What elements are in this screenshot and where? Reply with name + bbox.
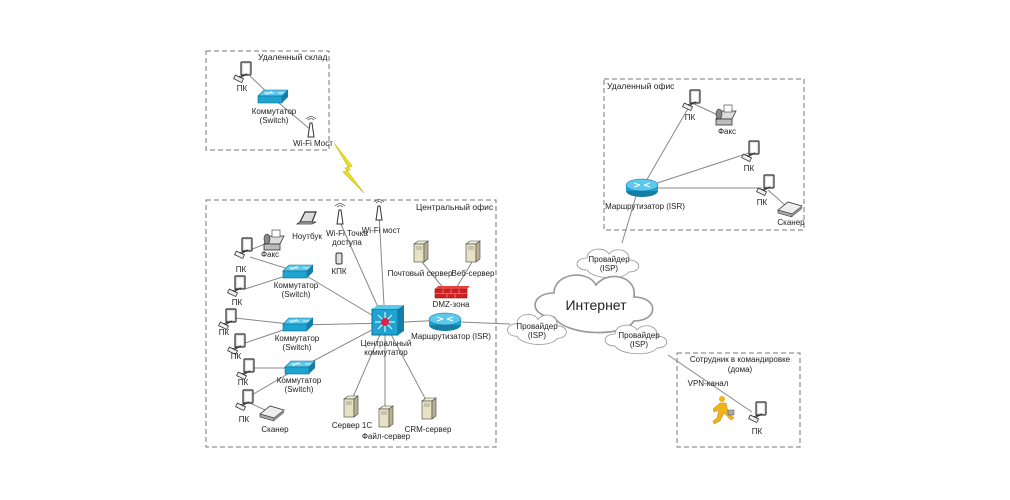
vpn-channel-label: VPN-канал (688, 379, 729, 388)
isp-label: (ISP) (600, 264, 619, 273)
switch-icon[interactable] (282, 317, 314, 332)
wireless-link-lightning-icon (333, 142, 365, 194)
laptop-label: Ноутбук (292, 232, 322, 241)
wifi-bridge-label: Wi-Fi мост (362, 226, 401, 235)
pc-label: ПК (236, 265, 247, 274)
links (234, 75, 786, 413)
isp-label: (ISP) (528, 331, 547, 340)
pc-icon[interactable] (227, 275, 246, 298)
scanner-label: Сканер (777, 218, 805, 227)
firewall-icon[interactable] (434, 286, 470, 299)
pc-label: ПК (219, 328, 230, 337)
mail-server-icon[interactable] (413, 240, 429, 263)
pc-icon[interactable] (748, 401, 767, 424)
isp-label: Провайдер (618, 331, 660, 340)
pc-label: ПК (237, 84, 248, 93)
switch-label: Коммутатор (275, 334, 320, 343)
fax-icon[interactable] (263, 229, 285, 251)
crm-server-label: CRM-сервер (405, 425, 452, 434)
wifi-access-point-icon[interactable] (334, 203, 346, 225)
pc-label: ПК (239, 415, 250, 424)
pc-icon[interactable] (741, 140, 760, 163)
isp-label: Провайдер (588, 255, 630, 264)
warehouse-title: Удаленный склад (258, 52, 327, 62)
pda-label: КПК (331, 267, 346, 276)
router-icon[interactable] (428, 312, 462, 332)
wifi-bridge-label: Wi-Fi Мост (293, 139, 333, 148)
remote-office-zone (603, 78, 805, 231)
scanner-label: Сканер (261, 425, 289, 434)
pda-icon[interactable] (335, 252, 343, 265)
switch-label: Коммутатор (277, 376, 322, 385)
fax-label: Факс (261, 250, 279, 259)
mail-server-label: Почтовый сервер (388, 269, 453, 278)
wifi-access-point-label: доступа (332, 238, 362, 247)
core-switch-icon[interactable] (371, 305, 404, 336)
switch-label: (Switch) (283, 343, 312, 352)
switch-icon[interactable] (282, 264, 314, 279)
crm-server-icon[interactable] (421, 397, 437, 420)
pc-label: ПК (232, 298, 243, 307)
pc-label: ПК (757, 198, 768, 207)
wifi-access-point-label: Wi-Fi Точка (326, 229, 368, 238)
isp-label: Провайдер (516, 322, 558, 331)
web-server-icon[interactable] (465, 240, 481, 263)
pc-icon[interactable] (682, 89, 701, 112)
core-switch-label: Центральный (361, 339, 412, 348)
pc-icon[interactable] (234, 237, 253, 260)
laptop-icon[interactable] (295, 211, 317, 225)
traveling-employee-icon (712, 396, 735, 425)
pc-label: ПК (685, 113, 696, 122)
file-server-icon[interactable] (378, 405, 394, 428)
pc-icon[interactable] (235, 389, 254, 412)
switch-icon[interactable] (257, 89, 289, 104)
scanner-icon[interactable] (259, 405, 285, 422)
traveler-title: Сотрудник в командировке (690, 355, 791, 364)
switch-label: Коммутатор (252, 107, 297, 116)
pc-label: ПК (752, 427, 763, 436)
internet-label: Интернет (565, 297, 627, 313)
pc-icon[interactable] (236, 358, 255, 381)
switch-label: (Switch) (260, 116, 289, 125)
pc-icon[interactable] (233, 61, 252, 84)
web-server-label: Веб-сервер (452, 269, 495, 278)
switch-label: (Switch) (282, 290, 311, 299)
core-switch-label: коммутатор (364, 348, 408, 357)
central-office-zone (205, 199, 497, 448)
traveler-zone (676, 352, 801, 448)
dmz-label: DMZ-зона (433, 300, 470, 309)
traveler-title: (дома) (728, 365, 753, 374)
switch-icon[interactable] (284, 360, 316, 375)
router-icon[interactable] (625, 178, 659, 198)
isp-label: (ISP) (630, 340, 649, 349)
pc-label: ПК (231, 352, 242, 361)
fax-icon[interactable] (715, 104, 737, 126)
pc-label: ПК (744, 164, 755, 173)
scanner-icon[interactable] (777, 201, 803, 218)
switch-label: (Switch) (285, 385, 314, 394)
server-1c-icon[interactable] (343, 395, 359, 418)
fax-label: Факс (718, 127, 736, 136)
switch-label: Коммутатор (274, 281, 319, 290)
remote-office-title: Удаленный офис (607, 81, 675, 91)
pc-icon[interactable] (218, 308, 237, 331)
pc-label: ПК (238, 378, 249, 387)
router-label: Маршрутизатор (ISR) (605, 202, 685, 211)
wifi-bridge-antenna-icon[interactable] (373, 199, 385, 221)
router-label: Маршрутизатор (ISR) (411, 332, 491, 341)
central-office-title: Центральный офис (416, 202, 494, 212)
warehouse-zone (205, 50, 330, 151)
file-server-label: Файл-сервер (362, 432, 411, 441)
server-1c-label: Сервер 1С (332, 421, 372, 430)
